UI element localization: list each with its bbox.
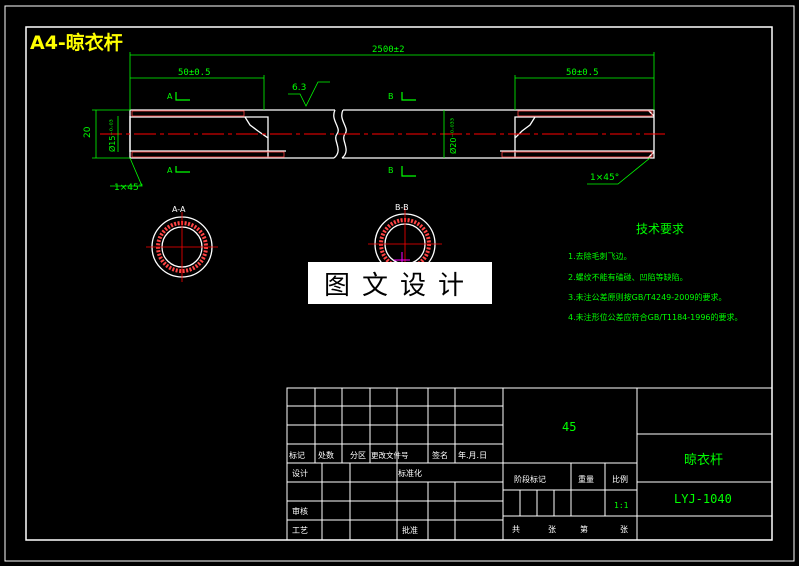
overall-length-dimension: 2500±2 [372, 45, 405, 55]
tb-label-design: 设计 [292, 468, 308, 478]
tb-label-weight: 重量 [578, 474, 594, 484]
roughness-value: 6.3 [292, 83, 306, 93]
tb-label-zone: 分区 [350, 451, 366, 460]
title-block-grid [286, 387, 773, 541]
tb-label-scale: 比例 [612, 474, 628, 484]
middle-diameter-dimension: Ø20⁻⁰·⁰³³ [448, 118, 458, 154]
section-a-label: A-A [172, 205, 186, 214]
thread-hatch [131, 110, 653, 158]
tb-material: 45 [562, 420, 576, 434]
right-thread-length-dimension: 50±0.5 [566, 68, 599, 78]
tb-label-date: 年.月.日 [458, 450, 487, 460]
requirement-item-4: 4.未注形位公差应符合GB/T1184-1996的要求。 [568, 312, 743, 322]
tb-label-process: 工艺 [292, 526, 308, 535]
section-a-view [146, 212, 218, 282]
tb-label-sheet: 张 [620, 525, 628, 534]
section-a-bottom-label: A [167, 166, 173, 175]
section-cut-markers [175, 92, 416, 177]
tb-label-sheets: 张 [548, 525, 556, 534]
overall-dimension-lines [92, 52, 655, 187]
tb-label-total: 共 [512, 525, 520, 534]
requirement-item-1: 1.去除毛刺飞边。 [568, 251, 632, 261]
tb-drawing-number: LYJ-1040 [674, 492, 732, 506]
tb-label-stage-mark: 阶段标记 [514, 474, 546, 484]
tb-label-review: 审核 [292, 506, 308, 516]
tb-label-mark: 标记 [289, 450, 305, 460]
requirement-item-2: 2.螺纹不能有磕碰、凹陷等缺陷。 [568, 272, 688, 282]
watermark-stamp: 图文设计 [308, 262, 492, 304]
section-b-top-label: B [388, 92, 394, 101]
tb-label-signature: 签名 [432, 450, 448, 460]
tb-label-approve: 批准 [402, 525, 418, 535]
tb-part-name: 晾衣杆 [684, 452, 723, 468]
left-thread-length-dimension: 50±0.5 [178, 68, 211, 78]
tb-label-standardization: 标准化 [398, 468, 422, 478]
left-height-dimension: 20 [83, 126, 93, 138]
tb-scale-value: 1:1 [614, 501, 629, 510]
section-b-label: B-B [395, 203, 409, 212]
left-chamfer-dimension: 1×45° [114, 183, 143, 193]
drawing-title: A4-晾衣杆 [30, 31, 123, 54]
section-a-top-label: A [167, 92, 173, 101]
outer-frame [4, 5, 795, 562]
requirement-item-3: 3.未注公差原则按GB/T4249-2009的要求。 [568, 292, 727, 302]
tb-label-count: 处数 [318, 450, 334, 460]
tb-label-change-doc: 更改文件号 [371, 450, 409, 460]
left-diameter-dimension: Ø15⁻⁰·⁰³ [107, 119, 117, 152]
requirements-title: 技术要求 [636, 222, 684, 236]
tb-label-page: 第 [580, 524, 588, 534]
right-chamfer-dimension: 1×45° [590, 173, 619, 183]
section-b-bottom-label: B [388, 166, 394, 175]
